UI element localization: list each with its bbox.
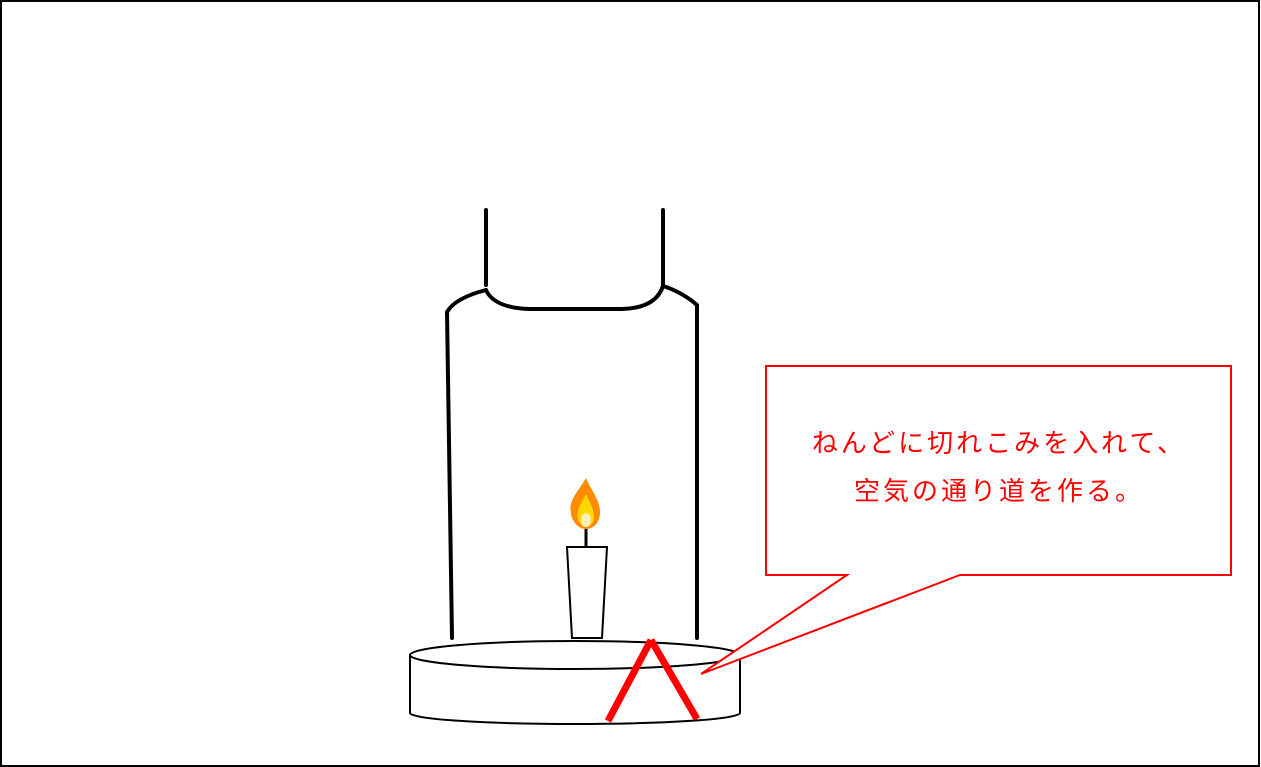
jar-shoulder-right xyxy=(661,284,699,640)
candle-body xyxy=(565,546,609,639)
flame-icon xyxy=(570,478,600,529)
callout-text-line-1: ねんどに切れこみを入れて、 xyxy=(811,429,1187,459)
clay-cut-mark xyxy=(604,638,701,723)
glass-jar xyxy=(444,208,699,640)
jar-shoulder-left xyxy=(444,288,488,640)
candle xyxy=(565,526,609,639)
callout-text-line-2: 空気の通り道を作る。 xyxy=(853,477,1144,507)
jar-neck-curve xyxy=(484,284,665,311)
callout-box xyxy=(700,365,1232,675)
